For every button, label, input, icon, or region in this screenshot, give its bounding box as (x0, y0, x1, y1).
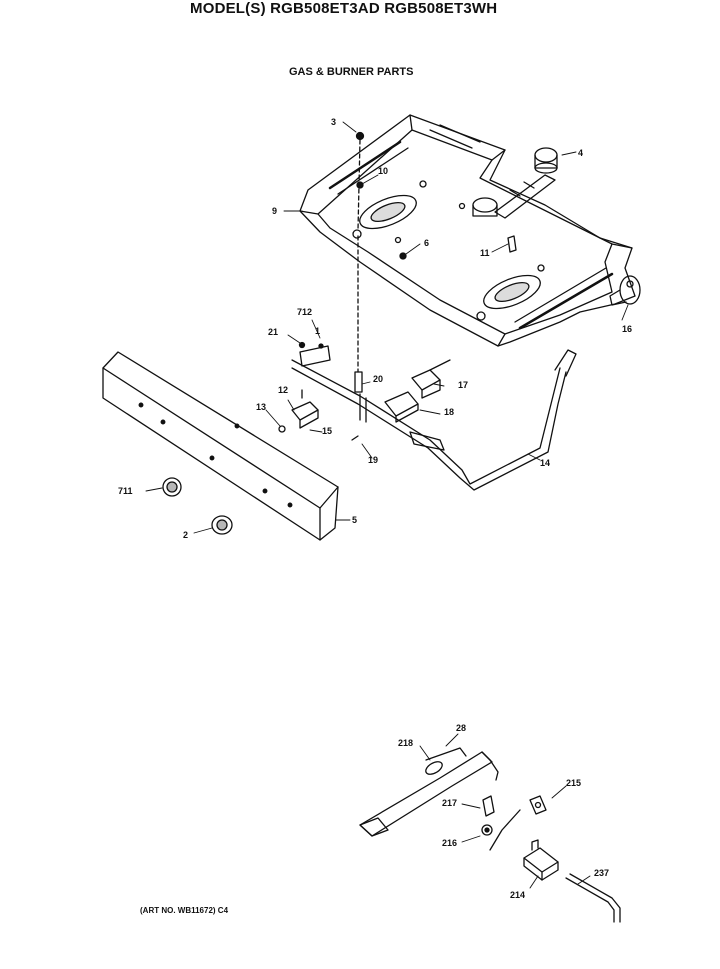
callout-16: 16 (622, 324, 633, 334)
section-title: GAS & BURNER PARTS (289, 66, 414, 78)
callout-712: 712 (297, 307, 313, 317)
ignition-switch (384, 359, 451, 423)
callout-2: 2 (183, 530, 189, 540)
leader-lines-upper (145, 121, 629, 534)
burner-tray (299, 114, 636, 347)
gas-manifold-pipe (291, 345, 577, 491)
callout-19: 19 (368, 455, 379, 465)
callout-10: 10 (378, 166, 389, 176)
model-title: MODEL(S) RGB508ET3AD RGB508ET3WH (190, 0, 498, 17)
burner-valve-assembly (472, 147, 558, 219)
callout-1: 1 (315, 326, 321, 336)
callout-18: 18 (444, 407, 455, 417)
callout-28: 28 (456, 723, 467, 733)
fasteners (298, 131, 517, 441)
control-knobs (162, 477, 233, 535)
callout-11: 11 (480, 248, 490, 258)
callout-217: 217 (442, 798, 458, 808)
callout-9: 9 (272, 206, 278, 216)
pressure-regulator (609, 275, 641, 306)
callout-3: 3 (331, 117, 337, 127)
leader-lines-lower (419, 733, 591, 889)
callout-218: 218 (398, 738, 414, 748)
callout-215: 215 (566, 778, 582, 788)
callout-711: 711 (118, 486, 133, 496)
callout-21: 21 (268, 327, 279, 337)
callout-6: 6 (424, 238, 430, 248)
callout-20: 20 (373, 374, 384, 384)
callout-13: 13 (256, 402, 267, 412)
oven-valve (278, 389, 319, 433)
igniter-assembly (359, 747, 521, 851)
art-number: (ART NO. WB11672) C4 (140, 906, 229, 915)
manifold-panel (102, 351, 339, 541)
callout-12: 12 (278, 385, 289, 395)
callout-214: 214 (510, 890, 526, 900)
flame-sensor-bracket (523, 795, 621, 923)
callout-237: 237 (594, 868, 610, 878)
callout-15: 15 (322, 426, 333, 436)
callout-5: 5 (352, 515, 358, 525)
callout-14: 14 (540, 458, 551, 468)
callout-4: 4 (578, 148, 584, 158)
callout-216: 216 (442, 838, 458, 848)
callout-17: 17 (458, 380, 469, 390)
